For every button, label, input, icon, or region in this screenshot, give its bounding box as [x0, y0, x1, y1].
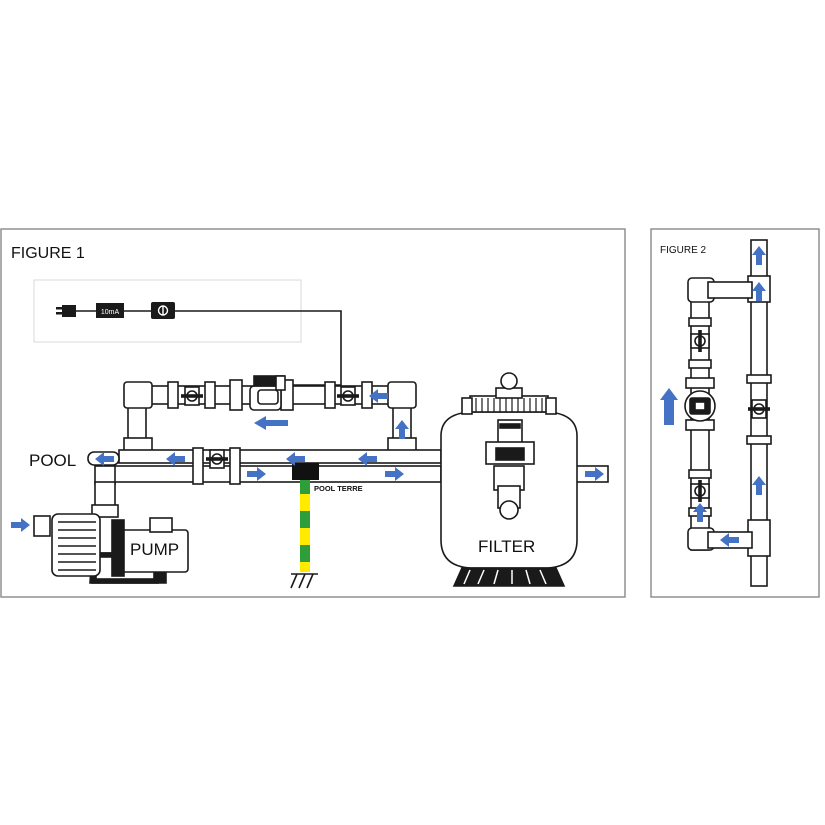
milliamp-label: 10mA — [101, 309, 120, 316]
arrow-icon — [254, 416, 288, 430]
flow-arrows-fig2 — [660, 246, 766, 547]
filter-lid-handle — [500, 372, 518, 390]
pool-label: POOL — [29, 451, 76, 470]
filter-label: FILTER — [478, 537, 535, 556]
figure-2-valve-right — [747, 399, 771, 419]
flow-cell-housing — [249, 375, 286, 411]
arrow-icon — [660, 388, 678, 425]
figure-2-valve-lower — [690, 479, 710, 503]
figure-2-valve-upper — [690, 329, 710, 353]
pump-strainer — [51, 513, 101, 577]
pool-terre-label: POOL TERRE — [314, 484, 363, 493]
figure-1-panel: FIGURE 1 10mA — [0, 228, 626, 598]
meter-lead-wire — [175, 310, 342, 386]
earth-ground — [290, 463, 319, 589]
flow-arrows-fig1 — [11, 389, 604, 532]
figure-2-flow-meter — [684, 390, 716, 422]
figure-2-panel: FIGURE 2 — [650, 228, 820, 598]
pump — [33, 513, 189, 584]
plug-icon — [56, 305, 76, 317]
pump-label: PUMP — [130, 540, 179, 559]
bypass-valve-left — [180, 386, 204, 406]
figure-1-title: FIGURE 1 — [11, 245, 85, 262]
clamp-meter-icon — [151, 302, 175, 319]
leakage-meter: 10mA — [33, 279, 342, 386]
sand-filter — [440, 372, 578, 587]
bypass-valve-right — [336, 386, 360, 406]
main-valve — [205, 449, 229, 469]
milliamp-display — [96, 303, 124, 318]
pump-feed-pipe — [91, 465, 119, 518]
figure-2-title: FIGURE 2 — [660, 245, 707, 256]
earth-ground-icon — [290, 573, 318, 589]
